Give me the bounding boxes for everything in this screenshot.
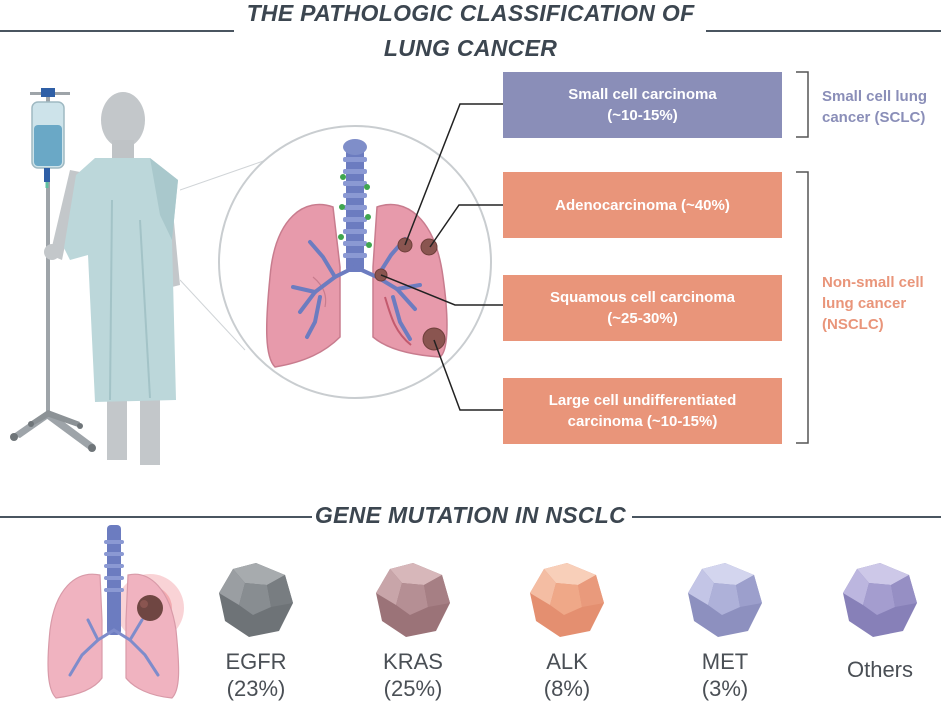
box-large-line2: carcinoma (~10-15%) <box>567 413 718 430</box>
title-rule-left <box>0 30 234 32</box>
alk-polyhedron-icon <box>530 563 604 637</box>
box-small-cell-line1: Small cell carcinoma <box>568 86 717 103</box>
title-rule-right <box>706 30 941 32</box>
box-squamous-cell-carcinoma: Squamous cell carcinoma (~25-30%) <box>503 275 782 341</box>
alk-percent: (8%) <box>543 676 591 701</box>
mutation-kras-label: KRAS (25%) <box>358 648 468 702</box>
mutation-egfr-label: EGFR (23%) <box>201 648 311 702</box>
met-name: MET <box>701 649 749 674</box>
mutation-section-title: GENE MUTATION IN NSCLC <box>314 502 627 528</box>
box-squamous-line2: (~25-30%) <box>607 310 678 327</box>
egfr-name: EGFR <box>225 649 287 674</box>
others-polyhedron-icon <box>843 563 917 637</box>
sclc-label-line2: cancer (SCLC) <box>822 109 926 126</box>
kras-name: KRAS <box>383 649 443 674</box>
alk-name: ALK <box>546 649 588 674</box>
kras-polyhedron-icon <box>376 563 450 637</box>
mutation-others-label: Others <box>825 656 935 683</box>
egfr-polyhedron-icon <box>219 563 293 637</box>
group-label-sclc: Small cell lung cancer (SCLC) <box>822 86 927 128</box>
sclc-label-line1: Small cell lung <box>822 88 928 105</box>
mutation-met-label: MET (3%) <box>670 648 780 702</box>
mutation-alk-label: ALK (8%) <box>512 648 622 702</box>
patient-illustration <box>10 88 180 465</box>
box-squamous-line1: Squamous cell carcinoma <box>549 289 736 306</box>
nsclc-label-line1: Non-small cell <box>822 274 924 291</box>
page-title-line1: THE PATHOLOGIC CLASSIFICATION OF <box>246 0 695 26</box>
met-percent: (3%) <box>701 676 749 701</box>
others-name: Others <box>846 657 914 682</box>
nsclc-label-line2: lung cancer <box>822 295 907 312</box>
egfr-percent: (23%) <box>226 676 286 701</box>
box-adenocarcinoma: Adenocarcinoma (~40%) <box>503 172 782 238</box>
kras-percent: (25%) <box>383 676 443 701</box>
box-large-cell-carcinoma: Large cell undifferentiated carcinoma (~… <box>503 378 782 444</box>
group-label-nsclc: Non-small cell lung cancer (NSCLC) <box>822 272 924 335</box>
box-small-cell-carcinoma: Small cell carcinoma (~10-15%) <box>503 72 782 138</box>
box-large-line1: Large cell undifferentiated <box>548 392 737 409</box>
met-polyhedron-icon <box>688 563 762 637</box>
box-small-cell-line2: (~10-15%) <box>607 107 678 124</box>
mutation-rule-left <box>0 516 312 518</box>
page-title-line2: LUNG CANCER <box>383 35 558 61</box>
nsclc-lungs-illustration <box>47 525 184 699</box>
lung-zoom-circle <box>218 125 492 399</box>
mutation-rule-right <box>632 516 941 518</box>
nsclc-label-line3: (NSCLC) <box>822 316 884 333</box>
box-adeno-line1: Adenocarcinoma (~40%) <box>555 196 730 214</box>
